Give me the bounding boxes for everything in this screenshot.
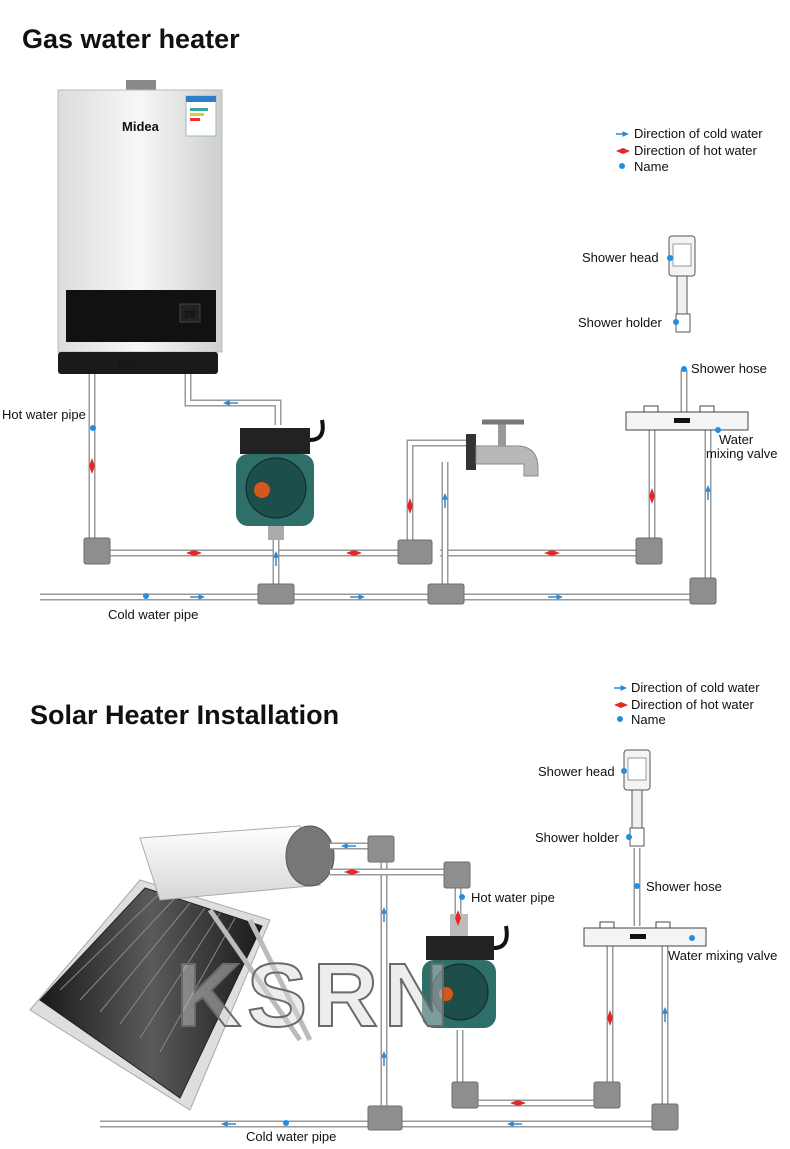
solar-legend-name: Name <box>631 712 666 727</box>
gas-label-cold-water-pipe: Cold water pipe <box>108 607 198 622</box>
solar-label-shower-hose: Shower hose <box>646 879 722 894</box>
watermark: KSRN <box>176 946 455 1046</box>
solar-label-shower-head: Shower head <box>538 764 615 779</box>
solar-cold-arrows <box>221 843 668 1127</box>
gas-legend: Direction of cold water Direction of hot… <box>616 126 763 174</box>
solar-legend: Direction of cold water Direction of hot… <box>614 680 760 727</box>
gas-label-shower-head: Shower head <box>582 250 659 265</box>
gas-label-hot-water-pipe: Hot water pipe <box>2 407 86 422</box>
solar-water-heater <box>29 825 335 1111</box>
gas-legend-name: Name <box>634 159 669 174</box>
solar-shower-set <box>583 749 707 947</box>
gas-circulation-pump <box>236 419 325 540</box>
heater-brand: Midea <box>122 119 160 134</box>
solar-label-shower-holder: Shower holder <box>535 830 619 845</box>
solar-legend-cold: Direction of cold water <box>631 680 760 695</box>
gas-label-shower-holder: Shower holder <box>578 315 662 330</box>
gas-section-title: Gas water heater <box>22 24 240 54</box>
gas-name-dots <box>90 255 721 599</box>
gas-legend-cold: Direction of cold water <box>634 126 763 141</box>
water-tap <box>466 419 539 477</box>
gas-cold-arrows <box>190 400 711 600</box>
solar-legend-hot: Direction of hot water <box>631 697 755 712</box>
gas-legend-hot: Direction of hot water <box>634 143 758 158</box>
solar-circulation-pump <box>422 914 509 1028</box>
gas-water-heater: Midea 38 ECO <box>57 80 223 374</box>
gas-label-mixing-valve-line2: mixing valve <box>706 446 778 461</box>
gas-pipe-network <box>40 370 717 605</box>
solar-section-title: Solar Heater Installation <box>30 700 339 730</box>
solar-hot-arrows <box>344 869 613 1106</box>
solar-label-cold-water-pipe: Cold water pipe <box>246 1129 336 1144</box>
gas-label-shower-hose: Shower hose <box>691 361 767 376</box>
heater-display: 38 <box>183 309 195 321</box>
gas-label-mixing-valve-line1: Water <box>719 432 754 447</box>
solar-name-dots <box>283 768 695 1126</box>
solar-label-water-mixing-valve: Water mixing valve <box>668 948 777 963</box>
solar-pipe-network <box>100 835 679 1131</box>
gas-hot-arrows <box>89 458 655 556</box>
solar-label-hot-water-pipe: Hot water pipe <box>471 890 555 905</box>
heater-eco-badge: ECO <box>118 360 135 369</box>
